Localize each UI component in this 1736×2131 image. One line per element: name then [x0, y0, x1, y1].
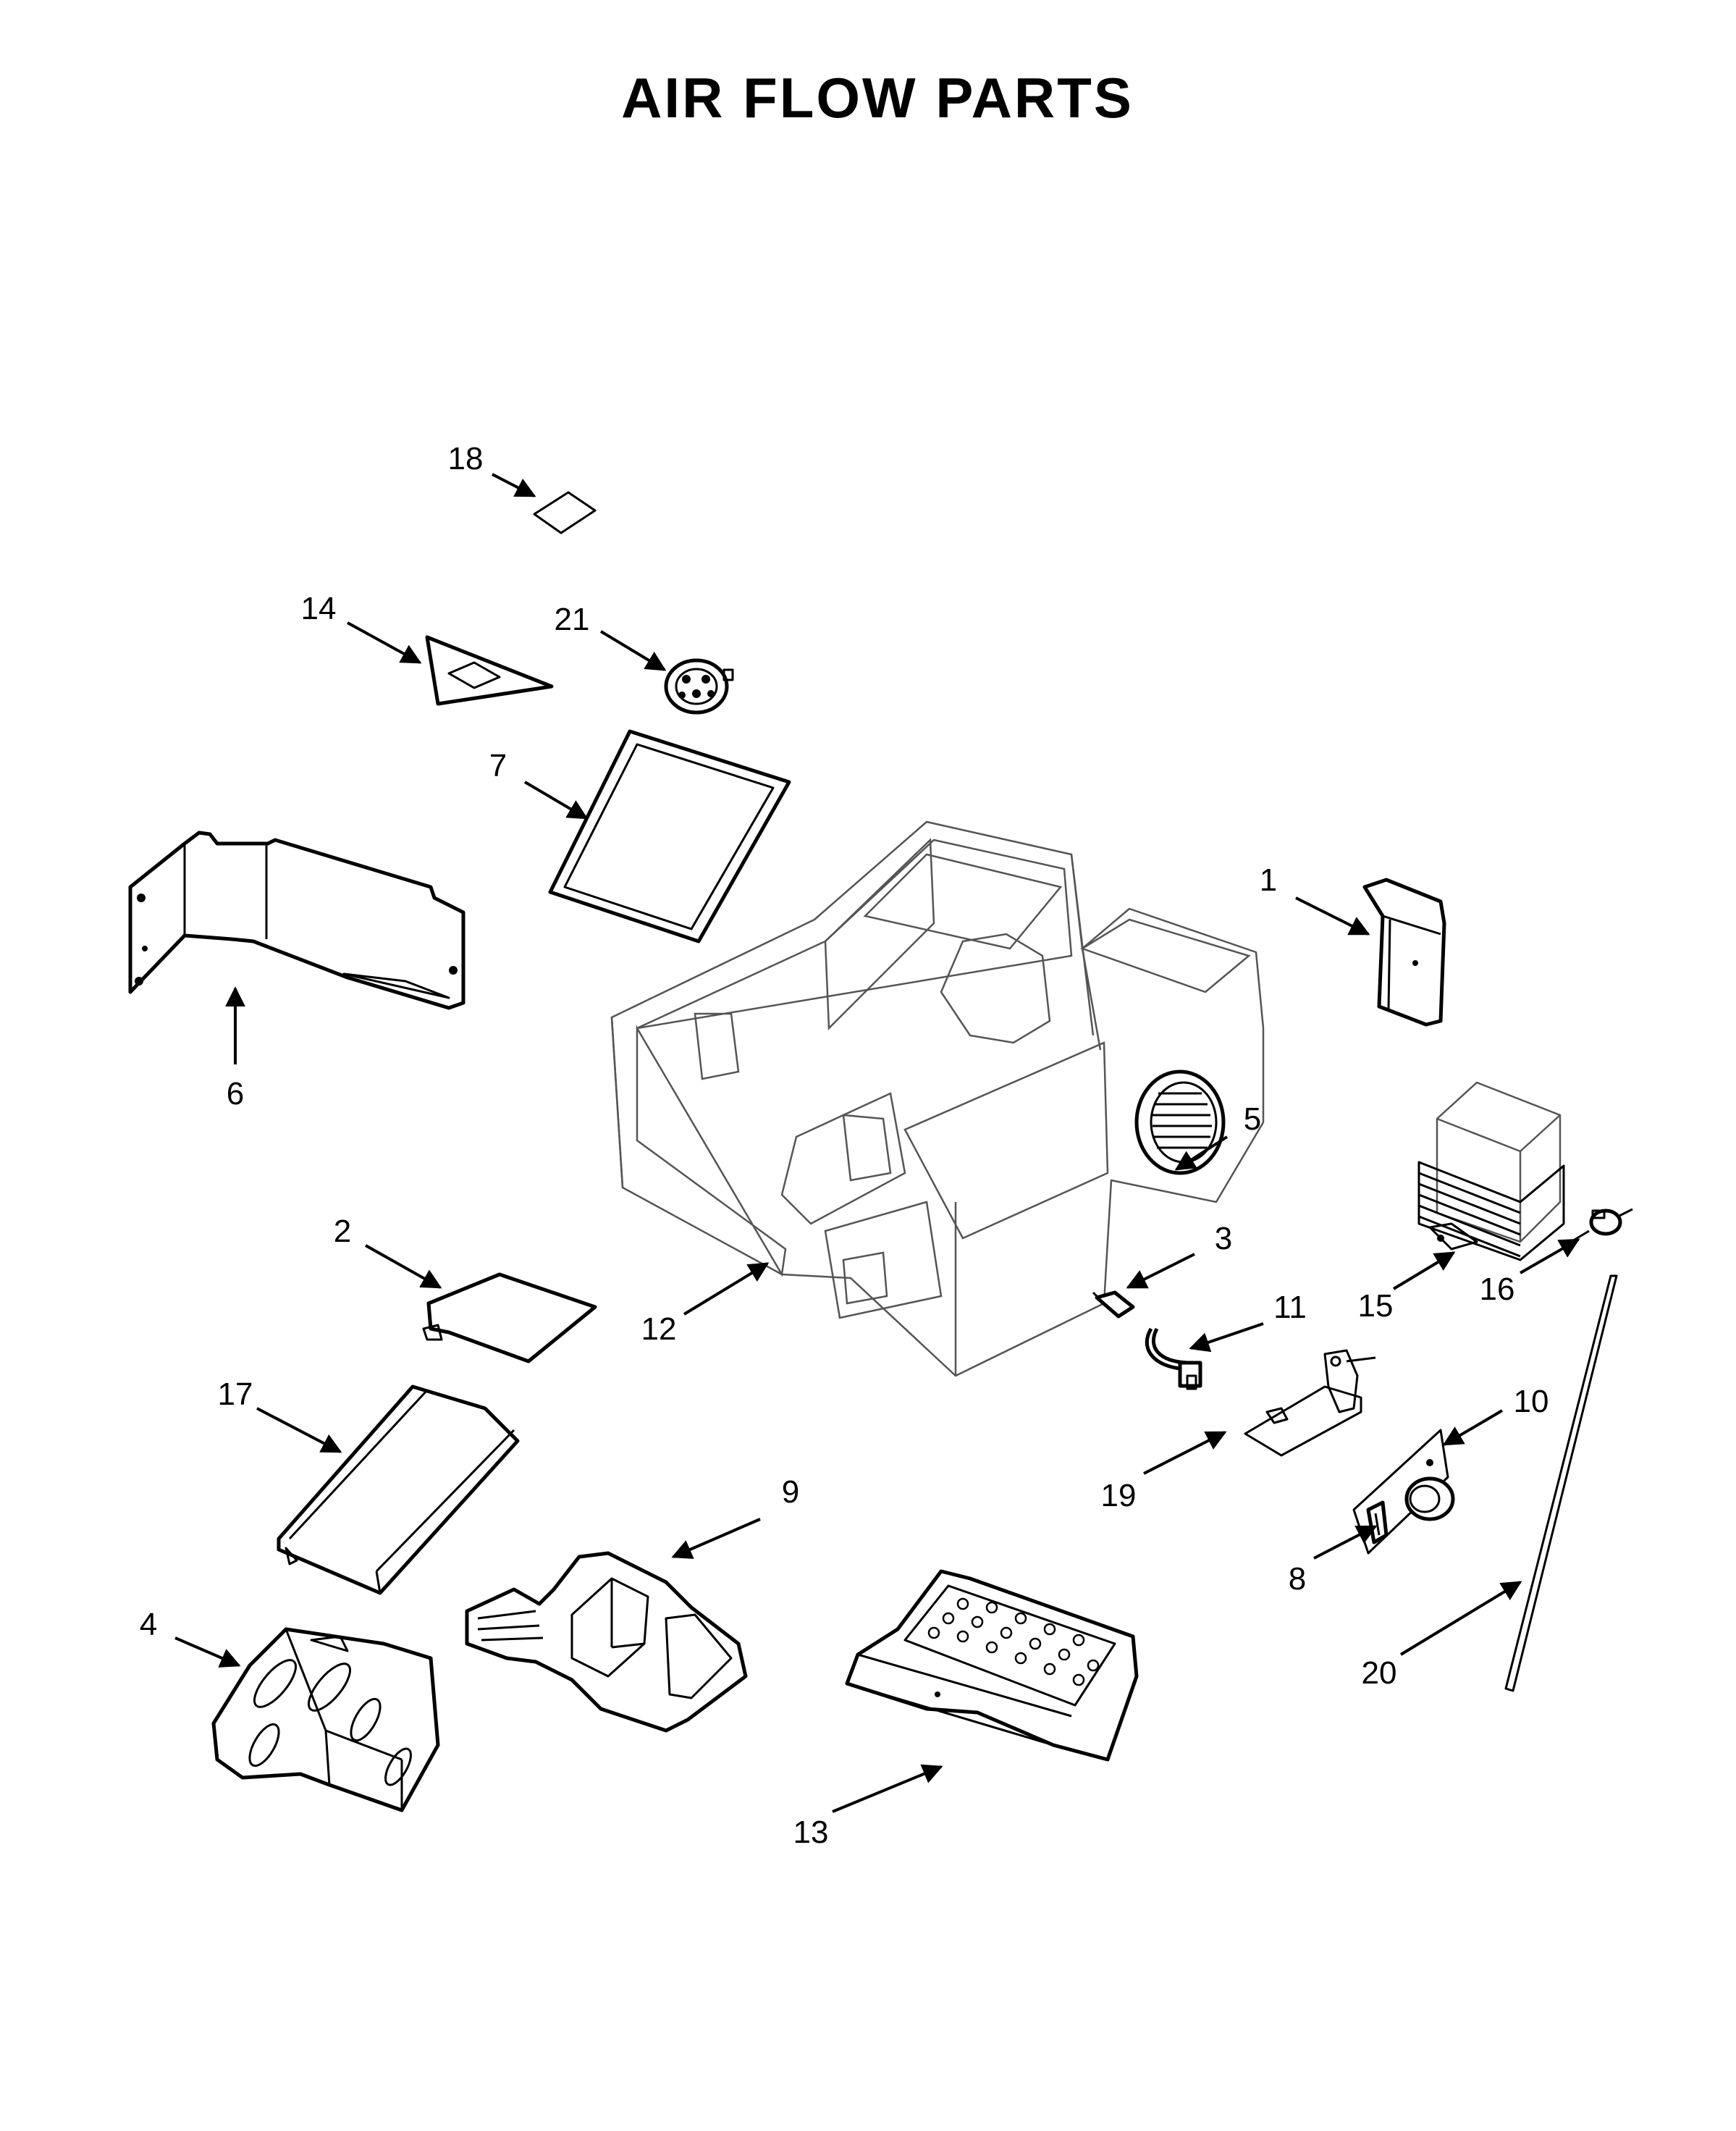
leader-12	[683, 1262, 770, 1316]
callout-11: 11	[1273, 1290, 1307, 1325]
callout-17: 17	[218, 1376, 253, 1412]
leader-13	[832, 1764, 943, 1813]
callout-20: 20	[1362, 1655, 1397, 1691]
part-4-bracket-box	[211, 1627, 440, 1812]
leader-17	[256, 1407, 342, 1453]
diagram-title: AIR FLOW PARTS	[621, 66, 1134, 130]
part-2-plate	[422, 1272, 597, 1363]
leader-3	[1126, 1253, 1195, 1289]
callout-1: 1	[1260, 862, 1277, 898]
leader-arrows	[174, 473, 1580, 1813]
leader-16	[1520, 1238, 1580, 1274]
callout-21: 21	[555, 602, 590, 637]
callout-6: 6	[227, 1076, 244, 1111]
part-7-filter-frame	[548, 729, 791, 943]
callout-5: 5	[1244, 1101, 1261, 1137]
leader-5	[1174, 1135, 1229, 1171]
leader-18	[492, 473, 536, 497]
part-11-wire-harness	[1145, 1327, 1202, 1390]
leader-14	[347, 621, 422, 664]
part-14-plate	[425, 635, 554, 706]
callout-13: 13	[793, 1815, 829, 1850]
part-15-transformer	[1417, 1081, 1565, 1261]
leader-21	[599, 630, 667, 671]
part-6-cover-panel	[128, 831, 465, 1010]
callout-4: 4	[140, 1607, 157, 1642]
part-9-air-duct	[465, 1551, 748, 1733]
callout-19: 19	[1101, 1478, 1137, 1513]
callout-12: 12	[641, 1311, 677, 1347]
leader-9	[671, 1518, 761, 1559]
part-18-pad	[533, 491, 597, 534]
leader-8	[1313, 1525, 1378, 1560]
part-16-thermostat	[1574, 1208, 1633, 1241]
leader-15	[1392, 1251, 1456, 1290]
callout-labels: 18 14 21 7 6 1 5 2 12 3 11 15 16 17 9 10…	[140, 441, 1549, 1850]
part-12-blower-housing	[610, 820, 1265, 1377]
part-13-grille-duct	[845, 1569, 1139, 1762]
part-10-switch-bracket	[1352, 1429, 1455, 1555]
callout-7: 7	[489, 748, 507, 783]
callout-8: 8	[1289, 1561, 1306, 1597]
leader-1	[1295, 896, 1370, 936]
callout-3: 3	[1215, 1221, 1232, 1256]
callout-15: 15	[1358, 1288, 1394, 1324]
callout-10: 10	[1514, 1384, 1549, 1419]
part-5-blower-wheel	[1134, 1069, 1226, 1175]
callout-16: 16	[1480, 1272, 1515, 1307]
callout-2: 2	[334, 1214, 351, 1249]
part-8-switch	[1366, 1500, 1389, 1544]
callout-14: 14	[301, 591, 337, 626]
part-21-fan	[664, 658, 734, 715]
leader-11	[1189, 1322, 1264, 1353]
leader-19	[1143, 1431, 1227, 1475]
part-1-bracket	[1362, 878, 1446, 1027]
leader-7	[523, 781, 589, 820]
part-20-rod	[1504, 1274, 1618, 1692]
part-3-switch	[1092, 1290, 1135, 1319]
leader-4	[174, 1636, 241, 1668]
part-17-cover	[277, 1384, 520, 1595]
callout-18: 18	[448, 441, 484, 476]
part-19-switch-bracket	[1244, 1349, 1376, 1457]
leader-10	[1442, 1409, 1504, 1446]
leader-20	[1399, 1581, 1522, 1656]
leader-2	[365, 1244, 442, 1289]
callout-9: 9	[782, 1474, 799, 1510]
